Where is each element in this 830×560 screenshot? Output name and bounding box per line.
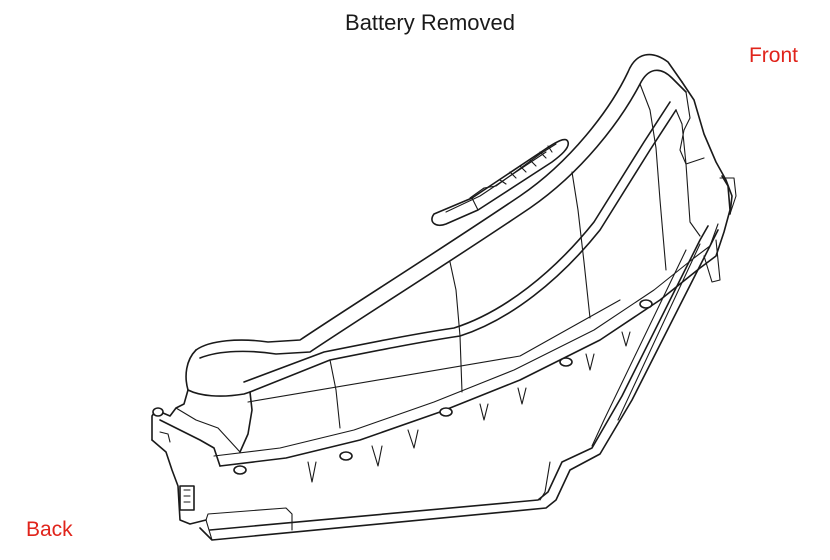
front-label: Front <box>748 44 798 67</box>
back-label: Back <box>26 518 73 541</box>
handle-slot <box>431 138 570 227</box>
housing-body <box>151 53 737 525</box>
mounting-bolts <box>152 299 653 475</box>
connector-block <box>179 485 195 511</box>
frame-bracket <box>199 225 721 541</box>
diagram-title: Battery Removed <box>345 10 515 35</box>
cooling-fins <box>307 331 631 483</box>
